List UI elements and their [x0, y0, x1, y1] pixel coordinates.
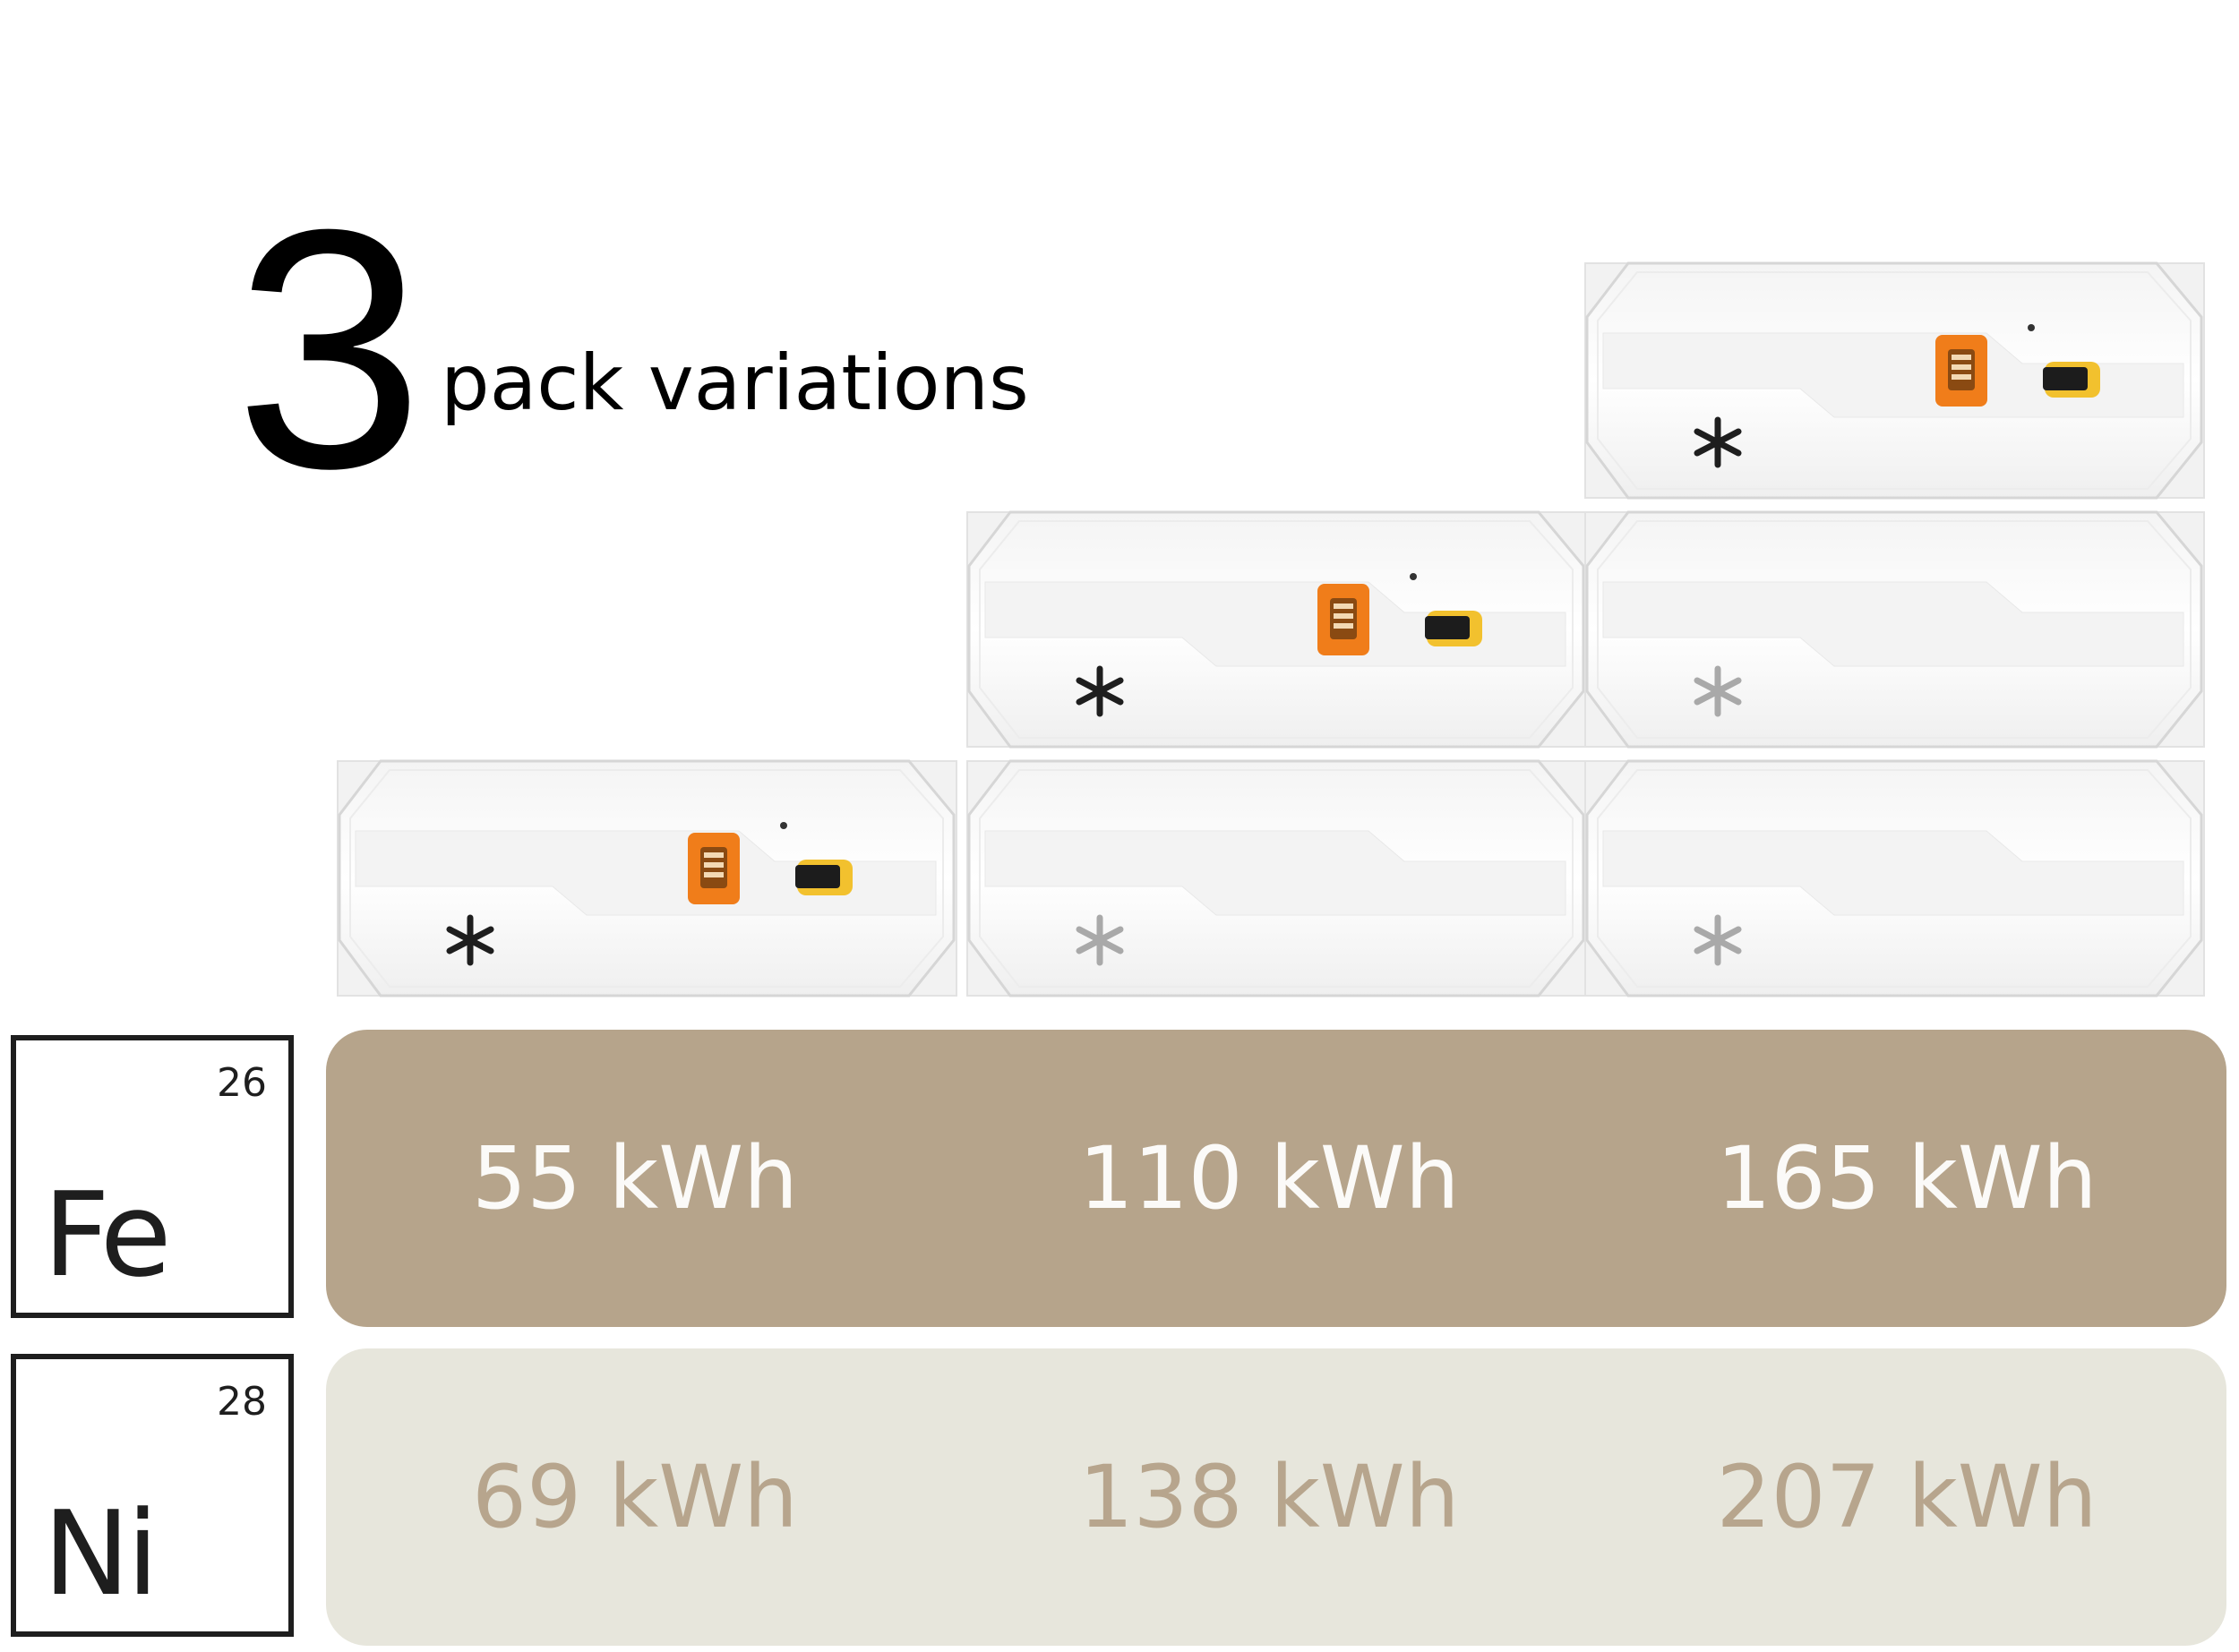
yellow-connector-icon — [2043, 362, 2100, 398]
brand-logo-icon — [1076, 914, 1124, 966]
brand-logo-icon — [1694, 416, 1742, 468]
ni-capacity-1-pack: 69 kWh — [471, 1447, 799, 1547]
battery-pack-3-top — [1583, 254, 2206, 507]
brand-logo-icon — [1694, 665, 1742, 717]
element-symbol-fe: Fe — [43, 1167, 172, 1303]
yellow-connector-icon — [795, 860, 853, 895]
atomic-number-ni: 28 — [217, 1379, 267, 1425]
brand-logo-icon — [1076, 665, 1124, 717]
element-tile-ni: 28 Ni — [11, 1354, 294, 1637]
fe-capacity-1-pack: 55 kWh — [471, 1128, 799, 1228]
element-tile-fe: 26 Fe — [11, 1035, 294, 1318]
ni-capacity-bar: 69 kWh 138 kWh 207 kWh — [326, 1348, 2226, 1646]
brand-logo-icon — [446, 914, 494, 966]
pack-variations-label: pack variations — [441, 338, 1029, 428]
atomic-number-fe: 26 — [217, 1060, 267, 1106]
yellow-connector-icon — [1425, 611, 1482, 646]
fe-capacity-bar: 55 kWh 110 kWh 165 kWh — [326, 1030, 2226, 1327]
battery-pack-2-top — [965, 503, 1588, 756]
orange-connector-icon — [1317, 584, 1369, 655]
battery-pack-2-bottom — [965, 752, 1588, 1005]
fe-capacity-3-pack: 165 kWh — [1716, 1128, 2097, 1228]
orange-connector-icon — [1935, 335, 1987, 407]
brand-logo-icon — [1694, 914, 1742, 966]
pack-count-number: 3 — [235, 158, 425, 539]
ni-capacity-2-pack: 138 kWh — [1078, 1447, 1460, 1547]
battery-pack-3-middle — [1583, 503, 2206, 756]
battery-pack-1-bottom — [336, 752, 958, 1005]
battery-pack-3-bottom — [1583, 752, 2206, 1005]
orange-connector-icon — [688, 833, 740, 904]
element-symbol-ni: Ni — [43, 1485, 159, 1622]
ni-capacity-3-pack: 207 kWh — [1716, 1447, 2097, 1547]
fe-capacity-2-pack: 110 kWh — [1078, 1128, 1460, 1228]
